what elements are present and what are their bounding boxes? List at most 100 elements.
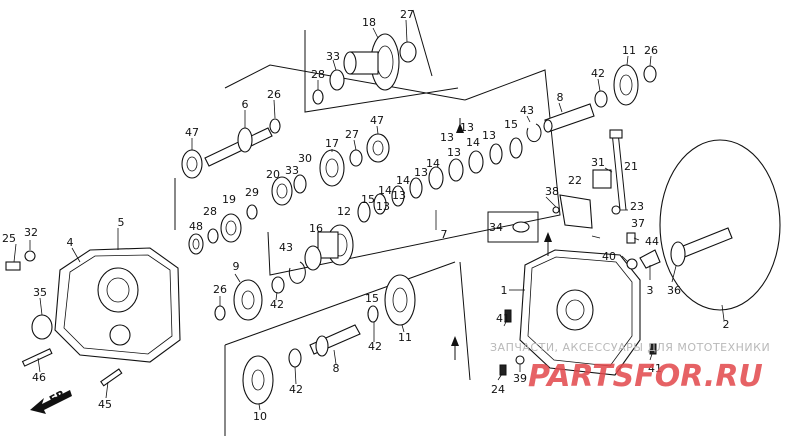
washer-28-top (312, 89, 324, 105)
part-label: 48 (189, 220, 203, 233)
part-label: 11 (622, 44, 636, 57)
watermark-line1: ЗАПЧАСТИ, АКСЕССУАРЫ ДЛЯ МОТОТЕХНИКИ (490, 341, 770, 354)
washer-27-top (399, 41, 417, 63)
part-label: 28 (311, 68, 325, 81)
part-label: 6 (242, 98, 249, 111)
part-label: 31 (591, 156, 605, 169)
part-labels: 18 27 33 28 11 26 42 6 26 8 43 47 27 47 … (2, 8, 730, 423)
part-34-box (487, 211, 539, 243)
part-label: 24 (491, 383, 505, 396)
part-label: 13 (414, 166, 428, 179)
washer-42-bottom (288, 348, 302, 368)
oil-seal-34 (512, 221, 530, 233)
part-label: 4 (67, 236, 74, 249)
washer-30 (293, 174, 307, 194)
gear-10 (242, 355, 274, 405)
washer-26-low (214, 305, 226, 321)
shaft-8-top (543, 103, 595, 133)
part-label: 37 (631, 217, 645, 230)
washer-26-mid (269, 118, 281, 134)
bearing-48 (188, 233, 204, 255)
part-label: 29 (245, 186, 259, 199)
part-label: 41 (496, 312, 510, 325)
bolt-24 (499, 364, 507, 376)
part-label: 26 (644, 44, 658, 57)
bolt-45 (100, 368, 123, 387)
part-label: 38 (545, 185, 559, 198)
part-label: 17 (325, 137, 339, 150)
gear-9 (233, 279, 263, 321)
shift-fork-21 (592, 129, 627, 211)
part-label: 7 (441, 228, 448, 241)
part-label: 26 (267, 88, 281, 101)
gear-17 (319, 149, 345, 187)
part-label: 13 (447, 146, 461, 159)
front-arrow-icon (30, 390, 72, 414)
part-label: 47 (185, 126, 199, 139)
bottom-group-frame-top (224, 261, 456, 346)
top-group-frame (304, 30, 459, 113)
washer-39 (515, 355, 525, 365)
part-label: 39 (513, 372, 527, 385)
part-label: 1 (501, 284, 508, 297)
part-label: 46 (32, 371, 46, 384)
shaft-6 (204, 127, 273, 167)
bracket-22 (559, 194, 593, 229)
direction-arrow-case (544, 232, 552, 242)
case-cover-5 (54, 247, 181, 363)
bushing-20-bore (276, 183, 288, 199)
bolt-46 (21, 348, 53, 367)
part-label: 45 (98, 398, 112, 411)
bushing-33-top (329, 69, 345, 91)
direction-arrow-lower (451, 336, 459, 346)
part-label: 12 (337, 205, 351, 218)
middle-shaft-frame (267, 69, 561, 276)
shaft-8-low (309, 324, 361, 357)
front-label: FR. (47, 386, 71, 407)
part-label: 36 (667, 284, 681, 297)
part-label: 3 (647, 284, 654, 297)
part-label: 14 (426, 157, 440, 170)
part-label: 27 (400, 8, 414, 21)
part-label: 13 (460, 121, 474, 134)
part-label: 42 (289, 383, 303, 396)
part-label: 13 (376, 200, 390, 213)
part-label: 27 (345, 128, 359, 141)
washer-42-low (367, 305, 379, 323)
bushing-16 (304, 245, 322, 271)
part-label: 23 (630, 200, 644, 213)
circlip-43-low (288, 261, 306, 284)
part-label: 11 (398, 331, 412, 344)
gear-18 (343, 33, 400, 91)
part-label: 8 (557, 91, 564, 104)
gear-12 (317, 224, 354, 266)
part-label: 14 (378, 184, 392, 197)
bolt-25 (5, 261, 21, 271)
part-label: 14 (396, 174, 410, 187)
bushing-20 (271, 176, 293, 206)
part-label: 9 (233, 260, 240, 273)
upper-washer-row (357, 137, 523, 223)
part-label: 13 (392, 189, 406, 202)
screw-38 (552, 206, 560, 214)
bolt-37 (626, 232, 636, 244)
gear-19 (220, 213, 242, 243)
part-label: 20 (266, 168, 280, 181)
part-label: 43 (279, 241, 293, 254)
part-label: 33 (326, 50, 340, 63)
leader-lines (13, 19, 725, 411)
plate-3 (639, 249, 661, 269)
part-label: 41 (648, 362, 662, 375)
circlip-43-top (526, 123, 542, 143)
washer-40 (626, 258, 638, 270)
part-label: 16 (309, 222, 323, 235)
shaft-36 (670, 227, 733, 267)
part-label: 2 (723, 318, 730, 331)
part-label: 35 (33, 286, 47, 299)
part-label: 40 (602, 250, 616, 263)
part-label: 25 (2, 232, 16, 245)
bearing-47-right (366, 133, 390, 163)
part-label: 47 (370, 114, 384, 127)
